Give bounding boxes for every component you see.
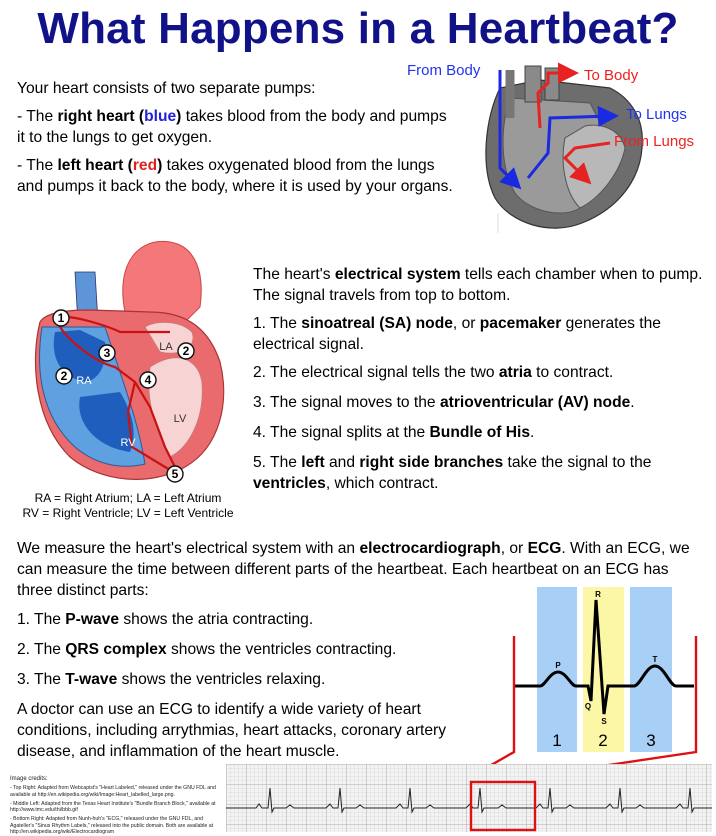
aorta (122, 240, 202, 323)
credit-line: - Middle Left: Adapted from the Texas He… (10, 800, 216, 814)
ecg-intro: We measure the heart's electrical system… (17, 540, 690, 599)
label-to-body: To Body (584, 67, 639, 84)
label-to-lungs: To Lungs (626, 106, 687, 123)
ecg-parts: 1. The P-wave shows the atria contractin… (17, 609, 507, 699)
red-flow-body (536, 62, 579, 129)
strip-highlight-box (469, 780, 537, 832)
ecg-conclusion: A doctor can use an ECG to identify a wi… (17, 701, 447, 760)
chamber-legend: RA = Right Atrium; LA = Left Atrium RV =… (10, 491, 246, 521)
image-credits: Image credits: - Top Right: Adapted from… (10, 776, 220, 835)
legend-line-2: RV = Right Ventricle; LV = Left Ventricl… (22, 506, 234, 520)
right-heart-text: - The right heart (blue) takes blood fro… (17, 108, 447, 146)
rv-chamber (79, 392, 134, 452)
segment-band-2 (583, 587, 624, 752)
credit-line: - Bottom Right: Adapted from Nunh-huh's … (10, 816, 214, 836)
electrical-step-4: 4. The signal splits at the Bundle of Hi… (253, 424, 535, 441)
wave-label-s: S (601, 717, 607, 726)
blue-flow-lungs (526, 105, 619, 179)
wave-label-r: R (595, 590, 601, 599)
electrical-section: The heart's electrical system tells each… (253, 264, 703, 494)
intro-section: Your heart consists of two separate pump… (17, 78, 457, 197)
blood-flow-diagram (485, 62, 643, 233)
red-word: red (132, 157, 158, 174)
left-heart-term: left heart (57, 157, 124, 174)
heart-anatomy-diagram: 1 2 3 4 2 5 RA RV LA LV (34, 240, 225, 483)
wave-label-p: P (555, 661, 561, 670)
segment-band-1 (537, 587, 577, 752)
wave-label-q: Q (585, 702, 591, 711)
ecg-diagram: P R Q S T 1 2 3 (471, 587, 698, 778)
label-rv: RV (120, 437, 136, 449)
blue-word: blue (144, 108, 177, 125)
marker-3: 3 (104, 346, 111, 360)
electrical-step-1: 1. The sinoatreal (SA) node, or pacemake… (253, 315, 661, 353)
label-from-lungs: From Lungs (614, 133, 695, 150)
conduction-path (58, 315, 176, 471)
marker-4: 4 (145, 373, 152, 387)
ecg-trace (515, 599, 694, 715)
ecg-part-1: 1. The P-wave shows the atria contractin… (17, 611, 314, 628)
left-heart-text: - The left heart (red) takes oxygenated … (17, 157, 453, 195)
marker-2-ra: 2 (61, 369, 68, 383)
marker-2-la: 2 (183, 344, 190, 358)
segment-number-3: 3 (646, 731, 655, 750)
red-flow-lungs (562, 141, 611, 185)
segment-number-1: 1 (552, 731, 561, 750)
marker-5: 5 (172, 467, 179, 481)
credit-line: - Top Right: Adapted from Webcapist's "H… (10, 785, 216, 798)
marker-1: 1 (58, 311, 65, 325)
segment-number-2: 2 (598, 731, 607, 750)
right-heart-term: right heart (57, 108, 135, 125)
electrical-step-5: 5. The left and right side branches take… (253, 454, 652, 492)
credits-heading: Image credits: (10, 776, 48, 782)
intro-lead: Your heart consists of two separate pump… (17, 80, 316, 97)
electrical-step-2: 2. The electrical signal tells the two a… (253, 364, 614, 381)
page-title: What Happens in a Heartbeat? (37, 4, 679, 53)
ecg-part-3: 3. The T-wave shows the ventricles relax… (17, 671, 326, 688)
electrical-intro: The heart's electrical system tells each… (253, 266, 703, 304)
wave-label-t: T (653, 655, 658, 664)
segment-band-3 (630, 587, 672, 752)
ecg-part-2: 2. The QRS complex shows the ventricles … (17, 641, 397, 658)
label-ra: RA (76, 375, 92, 387)
strip-trace (226, 787, 712, 814)
electrical-step-3: 3. The signal moves to the atrioventricu… (253, 394, 635, 411)
label-from-body: From Body (407, 62, 481, 79)
label-lv: LV (174, 413, 187, 425)
label-la: LA (159, 341, 173, 353)
blue-flow-in (498, 70, 522, 190)
legend-line-1: RA = Right Atrium; LA = Left Atrium (34, 491, 222, 505)
ecg-strip (226, 764, 712, 832)
marker-circles (52, 309, 195, 483)
